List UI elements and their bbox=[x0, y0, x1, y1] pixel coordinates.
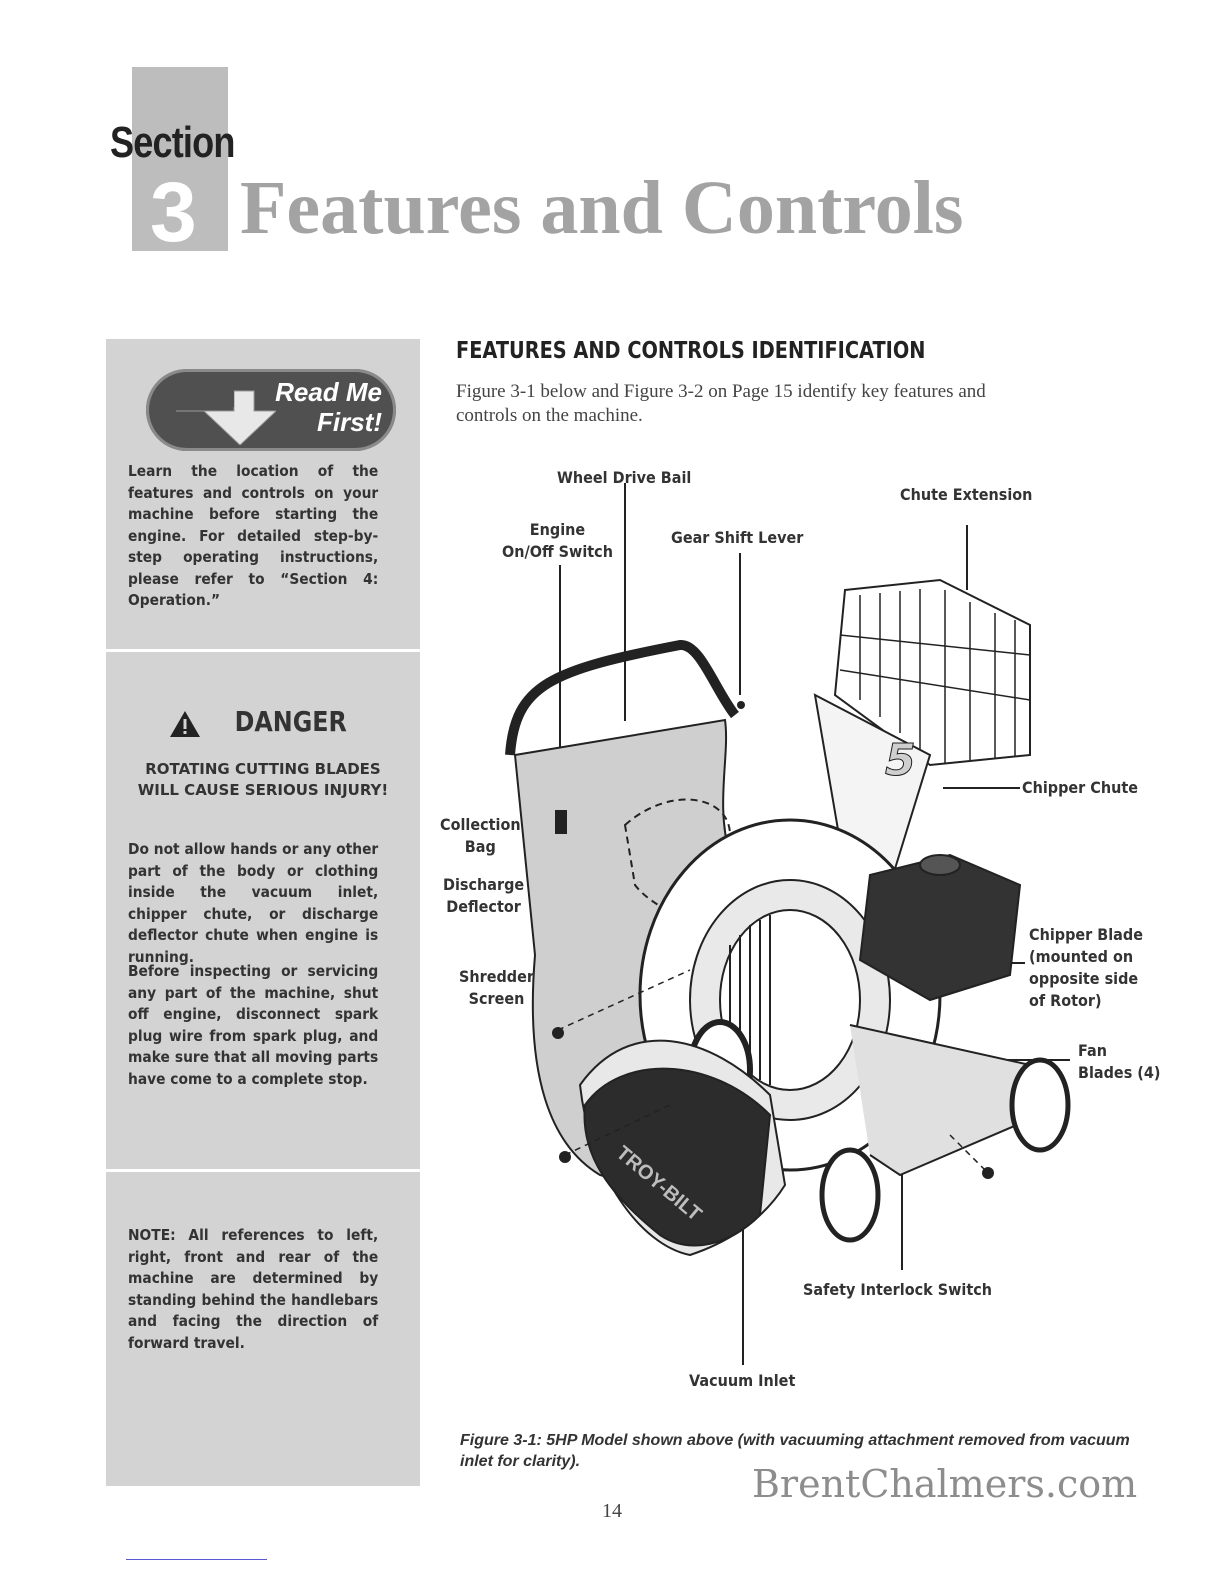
fuel-cap bbox=[920, 855, 960, 875]
label-wheel-drive-bail: Wheel Drive Bail bbox=[557, 467, 691, 489]
label-discharge-deflector: Discharge Deflector bbox=[443, 874, 524, 918]
danger-subtitle: ROTATING CUTTING BLADES WILL CAUSE SERIO… bbox=[126, 759, 400, 801]
hp-mark: 5 bbox=[885, 735, 916, 786]
section-heading: FEATURES AND CONTROLS IDENTIFICATION bbox=[456, 338, 925, 364]
front-wheel bbox=[822, 1150, 878, 1240]
note-paragraph: NOTE: All references to left, right, fro… bbox=[128, 1225, 378, 1354]
sidebar-divider bbox=[106, 649, 420, 652]
label-vacuum-inlet: Vacuum Inlet bbox=[689, 1370, 795, 1392]
bolt-icon bbox=[982, 1167, 994, 1179]
danger-paragraph-1: Do not allow hands or any other part of … bbox=[128, 839, 378, 968]
page-title: Features and Controls bbox=[240, 170, 963, 246]
section-label: Section bbox=[110, 118, 235, 168]
label-safety-interlock-switch: Safety Interlock Switch bbox=[803, 1279, 992, 1301]
read-me-paragraph: Learn the location of the features and c… bbox=[128, 461, 378, 612]
bolt-icon bbox=[559, 1151, 571, 1163]
read-me-first-badge: Read Me First! bbox=[146, 369, 396, 451]
read-me-line: Read Me bbox=[275, 377, 382, 407]
label-fan-blades: Fan Blades (4) bbox=[1078, 1040, 1160, 1084]
danger-heading: DANGER bbox=[132, 705, 424, 738]
sidebar-divider bbox=[106, 1169, 420, 1172]
machine-diagram: 5 TROY-BILT Wheel Drive Bail Chute Exten… bbox=[430, 455, 1190, 1405]
label-shredder-screen: Shredder Screen bbox=[459, 966, 534, 1010]
read-me-first-text: Read Me First! bbox=[275, 377, 382, 437]
engine-switch-box bbox=[555, 810, 567, 834]
label-chute-extension: Chute Extension bbox=[900, 484, 1032, 506]
section-number: 3 bbox=[150, 170, 197, 254]
gear-shift-knob bbox=[737, 701, 745, 709]
down-arrow-icon bbox=[176, 389, 276, 445]
page-number: 14 bbox=[0, 1500, 1224, 1523]
label-engine-switch: Engine On/Off Switch bbox=[502, 519, 613, 563]
sidebar-panel: Read Me First! Learn the location of the… bbox=[106, 339, 420, 1486]
danger-paragraph-2: Before inspecting or servicing any part … bbox=[128, 961, 378, 1090]
intro-paragraph: Figure 3-1 below and Figure 3-2 on Page … bbox=[456, 380, 1046, 428]
label-chipper-blade: Chipper Blade (mounted on opposite side … bbox=[1029, 924, 1143, 1012]
rear-wheel bbox=[1012, 1060, 1068, 1150]
label-gear-shift-lever: Gear Shift Lever bbox=[671, 527, 803, 549]
label-chipper-chute: Chipper Chute bbox=[1022, 777, 1138, 799]
footer-rule bbox=[126, 1559, 267, 1560]
bolt-icon bbox=[552, 1027, 564, 1039]
label-collection-bag: Collection Bag bbox=[440, 814, 521, 858]
first-line: First! bbox=[275, 407, 382, 437]
